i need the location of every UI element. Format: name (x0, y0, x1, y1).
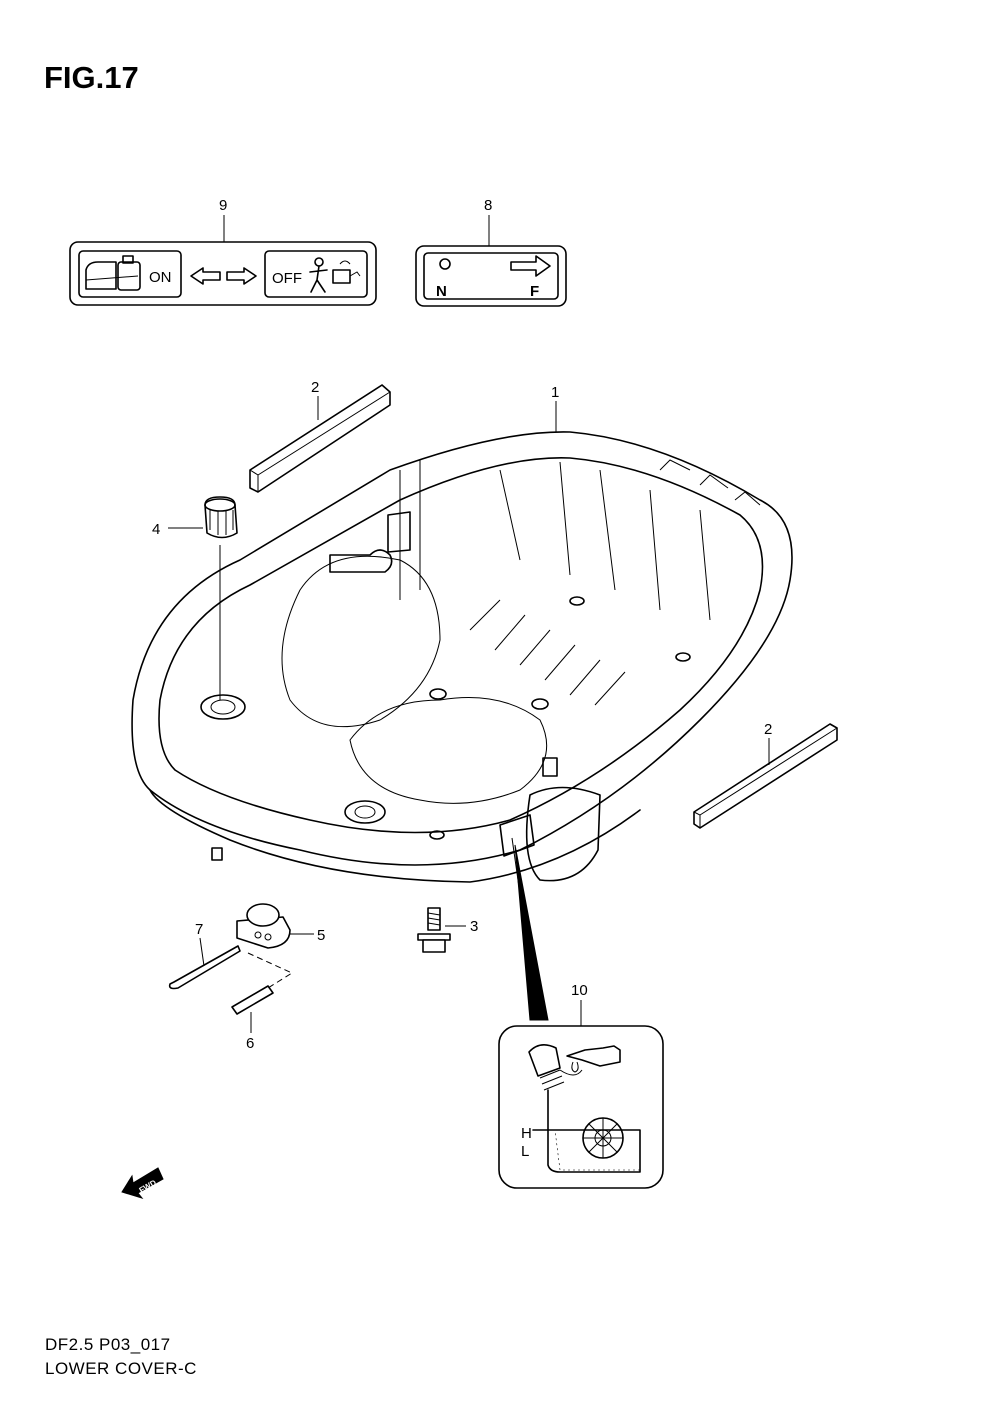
figure-caption: DF2.5 P03_017 LOWER COVER-C (45, 1333, 197, 1381)
f-text: F (530, 283, 539, 300)
decal-neutral-forward[interactable]: N F (415, 245, 567, 307)
part-lower-cover[interactable] (131, 431, 793, 883)
callout-2b: 2 (764, 721, 772, 738)
oil-cap-icon (528, 1044, 583, 1091)
decal-fuel-on-off[interactable]: ON OFF (69, 241, 377, 306)
callout-2a: 2 (311, 379, 319, 396)
callout-7: 7 (195, 921, 203, 938)
callout-4: 4 (152, 521, 160, 538)
part-pin[interactable] (231, 985, 274, 1015)
callout-9: 9 (219, 197, 227, 214)
n-text: N (436, 283, 447, 300)
callout-5: 5 (317, 927, 325, 944)
person-walking-icon (309, 257, 361, 293)
callout-10: 10 (571, 982, 588, 999)
l-text: L (521, 1143, 529, 1160)
fuel-tank-icon (85, 255, 141, 291)
fwd-arrow-icon: FWD (121, 1167, 164, 1199)
callout-3: 3 (470, 918, 478, 935)
callout-1: 1 (551, 384, 559, 401)
h-text: H (521, 1125, 532, 1142)
arrow-right-icon (510, 255, 551, 277)
part-seal-strip-lower[interactable] (693, 723, 838, 829)
double-arrow-icon (190, 267, 257, 285)
part-bolt[interactable] (417, 907, 451, 953)
part-cotter-pin[interactable] (168, 945, 241, 990)
part-seal-strip-upper[interactable] (249, 384, 391, 493)
caption-model: DF2.5 P03_017 (45, 1335, 171, 1354)
circle-icon (439, 258, 451, 270)
callout-8: 8 (484, 197, 492, 214)
part-grommet[interactable] (204, 496, 238, 539)
caption-part-name: LOWER COVER-C (45, 1359, 197, 1378)
figure-title: FIG.17 (44, 60, 139, 95)
oil-can-icon (566, 1045, 621, 1073)
decal-oil-level[interactable]: H L (498, 1025, 664, 1189)
on-text: ON (149, 269, 172, 286)
part-clamp[interactable] (236, 903, 291, 949)
callout-6: 6 (246, 1035, 254, 1052)
gear-icon (582, 1117, 624, 1159)
off-text: OFF (272, 270, 302, 287)
